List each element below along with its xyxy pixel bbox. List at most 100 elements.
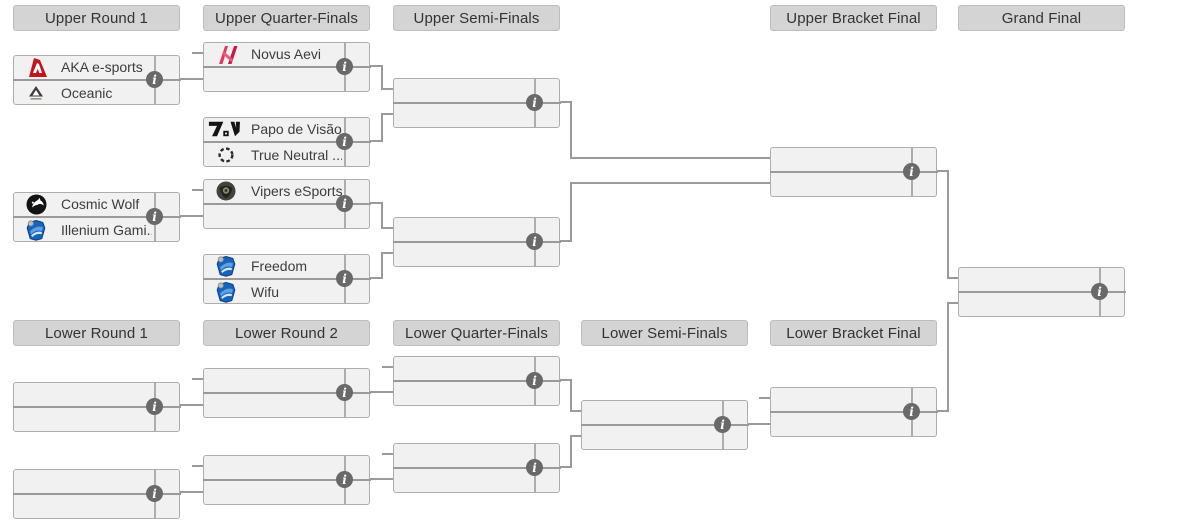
match-lower-bracket-final[interactable]: i — [769, 387, 938, 437]
team-row-empty — [771, 388, 909, 410]
info-icon[interactable]: i — [526, 94, 543, 111]
team-row[interactable]: Wifu — [204, 281, 342, 303]
connector-line — [370, 140, 383, 142]
connector-line — [370, 65, 383, 67]
match-upper-bracket-final[interactable]: i — [769, 147, 938, 197]
connector-line — [381, 113, 383, 142]
connector-line — [570, 379, 572, 412]
match-middle-divider — [957, 290, 1126, 293]
connector-line — [947, 170, 949, 279]
true-neutral-logo-icon — [208, 146, 244, 164]
vipers-logo-icon — [208, 180, 244, 202]
team-row[interactable]: Vipers eSports — [204, 180, 342, 202]
info-icon[interactable]: i — [526, 233, 543, 250]
match-middle-divider — [12, 78, 181, 81]
match-upper-sf-m1[interactable]: i — [392, 78, 561, 128]
papo-logo-icon — [208, 119, 244, 139]
connector-line — [560, 466, 572, 468]
match-lower-sf-m1[interactable]: i — [580, 400, 749, 450]
connector-line — [570, 435, 582, 437]
info-icon[interactable]: i — [903, 163, 920, 180]
info-icon[interactable]: i — [146, 485, 163, 502]
connector-line — [935, 170, 949, 172]
connector-line — [381, 252, 383, 279]
info-icon[interactable]: i — [336, 384, 353, 401]
match-lower-r1-m1[interactable]: i — [12, 382, 181, 432]
match-middle-divider — [12, 405, 181, 408]
info-icon[interactable]: i — [146, 398, 163, 415]
info-icon[interactable]: i — [336, 195, 353, 212]
team-row-empty — [394, 79, 532, 101]
info-icon[interactable]: i — [336, 270, 353, 287]
connector-stub — [192, 52, 204, 54]
connector-line — [381, 88, 394, 90]
team-row[interactable]: Oceanic — [14, 82, 152, 104]
team-row-empty — [204, 69, 342, 91]
match-lower-qf-m2[interactable]: i — [392, 443, 561, 493]
team-name: Wifu — [251, 284, 279, 300]
rl-shield-logo-icon — [208, 281, 244, 303]
info-icon[interactable]: i — [146, 208, 163, 225]
info-icon[interactable]: i — [903, 403, 920, 420]
match-lower-r2-m2[interactable]: i — [202, 455, 371, 505]
novus-logo-icon — [208, 44, 244, 65]
team-row[interactable]: True Neutral ... — [204, 144, 342, 166]
match-middle-divider — [202, 391, 371, 394]
match-upper-sf-m2[interactable]: i — [392, 217, 561, 267]
team-row[interactable]: Cosmic Wolf — [14, 193, 152, 215]
match-lower-r1-m2[interactable]: i — [12, 469, 181, 519]
connector-stub — [192, 189, 204, 191]
team-name: Vipers eSports — [251, 183, 342, 199]
team-row-empty — [394, 218, 532, 240]
match-grand-final[interactable]: i — [957, 267, 1126, 317]
round-header-upper-bracket-final: Upper Bracket Final — [770, 5, 937, 31]
team-row-empty — [771, 174, 909, 196]
info-icon[interactable]: i — [526, 459, 543, 476]
team-row-empty — [14, 383, 152, 405]
team-row[interactable]: Papo de Visão — [204, 118, 342, 140]
team-row-empty — [771, 148, 909, 170]
connector-line — [560, 101, 572, 103]
connector-line — [381, 202, 383, 229]
info-icon[interactable]: i — [336, 471, 353, 488]
team-row-empty — [204, 206, 342, 228]
team-row-empty — [204, 482, 342, 504]
team-row[interactable]: AKA e-sports — [14, 56, 152, 78]
team-name: Cosmic Wolf — [61, 196, 140, 212]
connector-line — [560, 379, 572, 381]
team-row[interactable]: Freedom — [204, 255, 342, 277]
round-header-upper-round-1: Upper Round 1 — [13, 5, 180, 31]
team-row[interactable]: Novus Aevi — [204, 43, 342, 65]
team-row-empty — [959, 268, 1097, 290]
info-icon[interactable]: i — [714, 416, 731, 433]
connector-line — [570, 182, 771, 184]
connector-line — [947, 302, 949, 412]
team-row-empty — [204, 456, 342, 478]
team-name: Freedom — [251, 258, 308, 274]
team-name: Oceanic — [61, 85, 113, 101]
team-row[interactable]: Illenium Gami... — [14, 219, 152, 241]
cosmic-wolf-logo-icon — [18, 194, 54, 215]
info-icon[interactable]: i — [526, 372, 543, 389]
match-lower-qf-m1[interactable]: i — [392, 356, 561, 406]
info-icon[interactable]: i — [146, 71, 163, 88]
team-name: Illenium Gami... — [61, 222, 152, 238]
info-icon[interactable]: i — [1091, 283, 1108, 300]
match-lower-r2-m1[interactable]: i — [202, 368, 371, 418]
connector-line — [180, 215, 204, 217]
info-icon[interactable]: i — [336, 58, 353, 75]
connector-line — [381, 227, 394, 229]
match-middle-divider — [392, 466, 561, 469]
info-icon[interactable]: i — [336, 133, 353, 150]
connector-line — [570, 182, 572, 242]
connector-line — [381, 252, 394, 254]
team-row-empty — [394, 470, 532, 492]
connector-stub — [759, 397, 771, 399]
